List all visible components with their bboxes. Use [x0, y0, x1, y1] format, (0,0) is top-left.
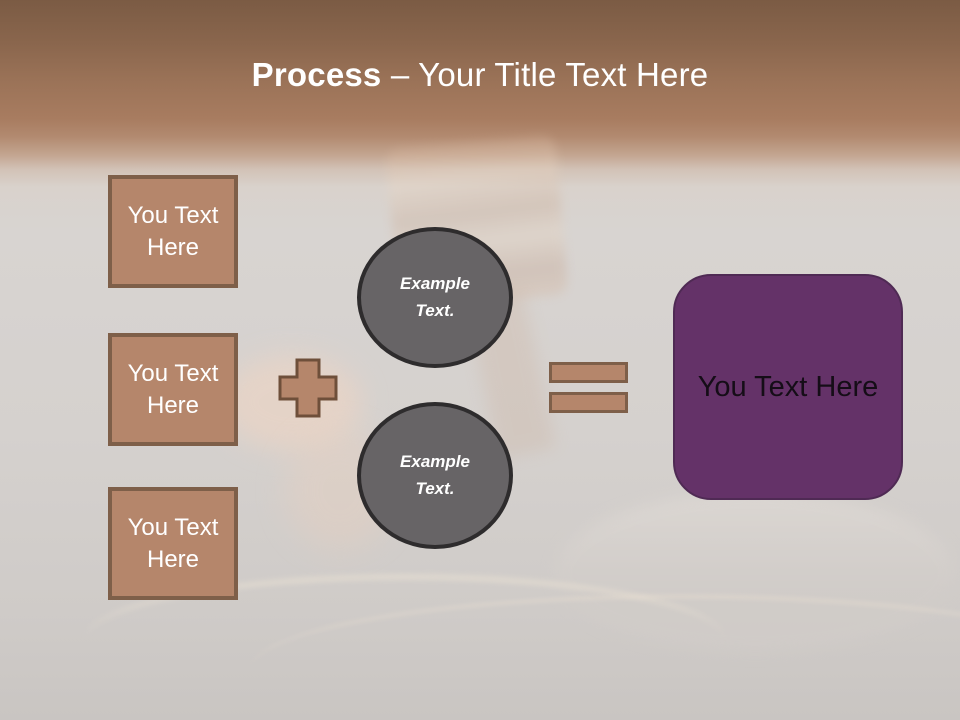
- page-title-subtitle: – Your Title Text Here: [381, 56, 709, 93]
- example-circle-1: Example Text.: [357, 227, 513, 368]
- process-box-2: You Text Here: [108, 333, 238, 446]
- plus-icon: [277, 357, 339, 419]
- result-box: You Text Here: [673, 274, 903, 500]
- process-box-3-label: You Text Here: [127, 513, 219, 573]
- example-circle-2-label: Example Text.: [400, 452, 470, 498]
- example-circle-1-label: Example Text.: [400, 274, 470, 320]
- equals-icon: [549, 362, 628, 413]
- sound-block-shape: [555, 492, 955, 652]
- process-box-2-label: You Text Here: [127, 359, 219, 419]
- process-box-1-label: You Text Here: [127, 201, 219, 261]
- result-box-label: You Text Here: [697, 370, 879, 403]
- highlight-arc-2: [250, 595, 960, 720]
- process-box-1: You Text Here: [108, 175, 238, 288]
- example-circle-2: Example Text.: [357, 402, 513, 549]
- page-title-keyword: Process: [251, 56, 382, 93]
- equals-bar-top: [549, 362, 628, 383]
- equals-bar-bottom: [549, 392, 628, 413]
- process-box-3: You Text Here: [108, 487, 238, 600]
- plus-icon-shape: [278, 358, 338, 418]
- page-title: Process – Your Title Text Here: [0, 56, 960, 94]
